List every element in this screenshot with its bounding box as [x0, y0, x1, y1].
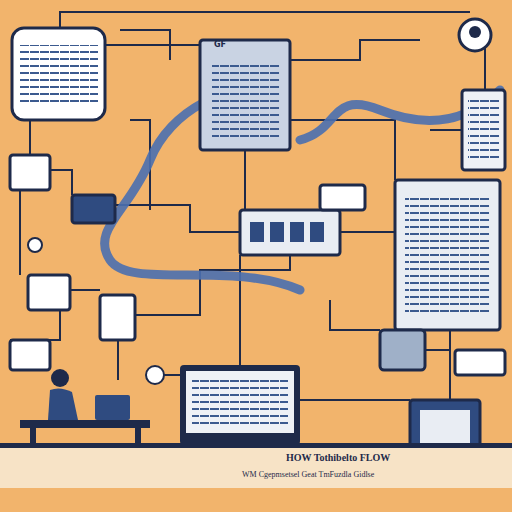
box-label: GF — [214, 40, 226, 49]
diagram-title: HOW Tothibelto FLOW — [286, 452, 390, 463]
diagram-caption: WM Cgepmsetsel Geat TmFuzdla Gidlse — [242, 470, 374, 479]
